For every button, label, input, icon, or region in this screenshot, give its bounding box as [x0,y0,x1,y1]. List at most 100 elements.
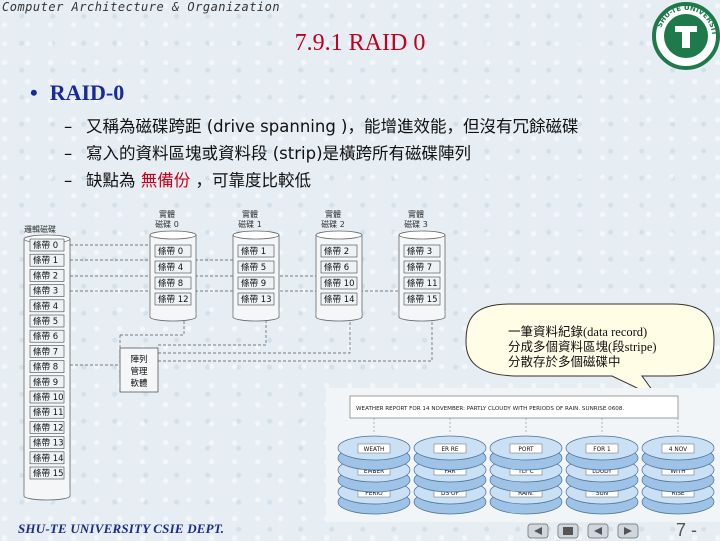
physical-strip-label: 條帶 5 [241,262,266,273]
physical-strip-box [320,276,358,290]
physical-strip-label: 條帶 13 [241,294,272,305]
course-header: Computer Architecture & Organization [2,0,281,14]
weather-chunk: 4 NOV [669,447,687,453]
callout-bubble [465,303,715,399]
physical-disk-title: 實體 [408,209,424,219]
nav-prev-icon[interactable] [587,523,609,539]
physical-strip-label: 條帶 2 [324,246,349,257]
logical-strip-label: 條帶 13 [33,438,64,449]
physical-strip-label: 條帶 12 [158,294,189,305]
weather-banner-box [349,395,679,419]
dash-icon: – [64,144,73,163]
physical-disk-title: 實體 [159,209,175,219]
logical-strip-box [29,238,65,252]
weather-chunk: WEATH [364,447,385,453]
physical-strip-label: 條帶 1 [241,246,266,257]
logical-strip-box [29,421,65,434]
logical-strip-label: 條帶 5 [33,316,58,327]
footer-dept: SHU-TE UNIVERSITY CSIE DEPT. [18,521,225,536]
weather-chunk: RISE [671,491,684,497]
physical-strip-box [154,260,192,274]
physical-disk-name: 磁碟 1 [238,219,262,229]
physical-disk-name: 磁碟 0 [155,219,179,229]
sub-point-3: –缺點為 無備份 ，可靠度比較低 [64,167,578,194]
physical-strip-box [154,292,192,306]
weather-banner-text: WEATHER REPORT FOR 14 NOVEMBER: PARTLY C… [356,406,624,412]
physical-strip-label: 條帶 10 [324,278,355,289]
logical-strip-label: 條帶 14 [33,453,64,464]
logical-strip-box [29,436,65,449]
physical-strip-box [237,276,275,290]
physical-strip-label: 條帶 3 [407,246,432,257]
logical-strip-box [29,360,65,373]
callout-text: 一筆資料紀錄(data record) 分成多個資料區塊(段stripe) 分散… [508,325,657,369]
logical-strip-label: 條帶 8 [33,362,58,373]
physical-strip-box [237,260,275,274]
physical-strip-label: 條帶 8 [158,278,183,289]
page-number: 7 - [676,520,698,540]
physical-strip-box [320,244,358,258]
physical-disk-title: 實體 [325,209,341,219]
logical-strip-box [29,299,65,313]
weather-chunk: PAR [444,469,455,475]
logical-strip-label: 條帶 12 [33,422,64,433]
logical-strip-label: 條帶 2 [33,270,58,281]
weather-chunk: PERIO [365,491,383,497]
main-bullet: •RAID-0 [30,80,124,106]
dash-icon: – [64,117,73,136]
physical-strip-label: 條帶 7 [407,262,432,273]
physical-disk-title: 實體 [242,209,258,219]
weather-chunk: DS OF [441,491,459,497]
physical-disk-name: 磁碟 3 [404,219,428,229]
sub-point-2: –寫入的資料區塊或資料段 (strip)是橫跨所有磁碟陣列 [64,140,578,167]
logical-strip-box [29,466,65,480]
physical-strip-label: 條帶 15 [407,294,438,305]
sub-points: –又稱為磁碟跨距 (drive spanning )，能增進效能，但沒有冗餘磁碟… [64,113,578,194]
logical-strip-label: 條帶 7 [33,346,58,357]
physical-strip-box [320,292,358,306]
weather-chunk: LOUDY [592,469,612,475]
logical-strip-box [29,253,65,267]
logical-strip-label: 條帶 3 [33,286,58,297]
physical-disk-1 [232,230,280,322]
mapping-line [158,315,433,362]
physical-disk-2 [315,230,363,322]
university-logo: SHU-TE UNIVERSITY [650,0,720,70]
physical-strip-label: 條帶 4 [158,262,183,273]
weather-illustration: WEATHER REPORT FOR 14 NOVEMBER: PARTLY C… [326,388,720,522]
logical-strip-box [29,390,65,404]
array-software-label: 管理 [130,366,148,377]
array-software-label: 軟體 [130,378,148,389]
physical-disk-name: 磁碟 2 [321,219,345,229]
physical-strip-box [237,244,275,258]
physical-disk-0 [149,230,197,322]
physical-strip-box [320,260,358,274]
weather-disk-1: DS OF PAR ER RE [413,435,487,515]
logical-strip-label: 條帶 15 [33,468,64,479]
physical-strip-label: 條帶 0 [158,246,183,257]
logical-strip-box [29,284,65,297]
no-backup-highlight: 無備份 [140,171,191,190]
logical-strip-box [29,269,65,282]
physical-strip-box [237,292,275,306]
logical-strip-box [29,405,65,419]
weather-chunk: FOR 1 [593,447,611,453]
physical-strip-box [403,292,441,306]
logical-disk-label: 邏輯磁碟 [24,224,56,234]
sub-point-1: –又稱為磁碟跨距 (drive spanning )，能增進效能，但沒有冗餘磁碟 [64,113,578,140]
weather-chunk: ER RE [441,447,459,453]
nav-home-icon[interactable] [557,523,579,539]
physical-strip-box [154,276,192,290]
nav-next-icon[interactable] [617,523,639,539]
weather-chunk: SUN [596,491,608,497]
bullet-text: RAID-0 [49,80,125,105]
weather-chunk: TLY C [517,469,533,475]
slide-title: 7.9.1 RAID 0 [294,30,426,56]
weather-chunk: PORT [518,447,534,453]
physical-disk-3 [398,230,446,322]
nav-first-icon[interactable] [527,523,549,539]
physical-strip-box [403,276,441,290]
